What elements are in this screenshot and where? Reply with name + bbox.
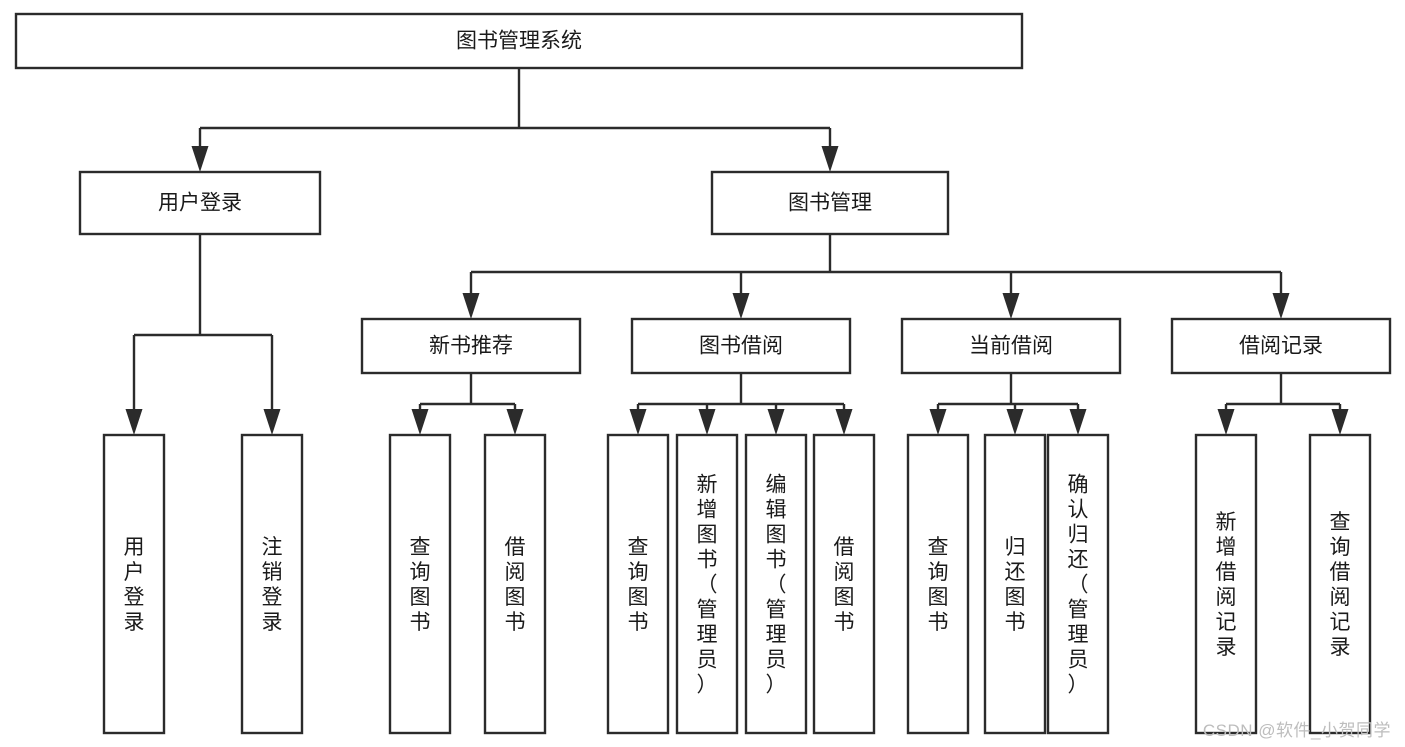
node-current-borrow[interactable]: 当前借阅 (900, 317, 1122, 375)
node-label-leaf-borrow-book: 借阅图书 (834, 536, 855, 634)
node-user-login[interactable]: 用户登录 (78, 170, 322, 236)
node-label-root: 图书管理系统 (456, 30, 582, 53)
node-leaf-confirm-return-admin[interactable]: 确认归还（管理员） (1046, 433, 1110, 735)
node-box-leaf-query-borrow-record[interactable] (1308, 433, 1372, 735)
nodes-layer: 图书管理系统用户登录图书管理新书推荐图书借阅当前借阅借阅记录用户登录注销登录查询… (14, 12, 1392, 735)
node-box-leaf-add-book-admin[interactable] (675, 433, 739, 735)
node-label-book-borrow: 图书借阅 (699, 335, 783, 358)
node-box-root[interactable] (14, 12, 1024, 70)
node-box-current-borrow[interactable] (900, 317, 1122, 375)
node-label-leaf-query-borrow-record: 查询借阅记录 (1330, 511, 1351, 659)
node-leaf-edit-book-admin[interactable]: 编辑图书（管理员） (744, 433, 808, 735)
node-label-leaf-query-book-rec: 查询图书 (410, 536, 431, 634)
node-book-borrow[interactable]: 图书借阅 (630, 317, 852, 375)
node-new-book-rec[interactable]: 新书推荐 (360, 317, 582, 375)
node-leaf-query-book-current[interactable]: 查询图书 (906, 433, 970, 735)
connector-group-book-borrow (629, 373, 853, 435)
node-leaf-user-logout[interactable]: 注销登录 (240, 433, 304, 735)
node-label-leaf-edit-book-admin: 编辑图书（管理员） (766, 474, 787, 697)
node-box-leaf-confirm-return-admin[interactable] (1046, 433, 1110, 735)
node-box-leaf-user-logout[interactable] (240, 433, 304, 735)
node-label-new-book-rec: 新书推荐 (429, 335, 513, 358)
node-label-current-borrow: 当前借阅 (969, 335, 1053, 358)
node-label-leaf-borrow-book-rec: 借阅图书 (505, 536, 526, 634)
node-box-leaf-query-book-rec[interactable] (388, 433, 452, 735)
node-leaf-query-book-borrow[interactable]: 查询图书 (606, 433, 670, 735)
node-box-user-login[interactable] (78, 170, 322, 236)
node-leaf-borrow-book[interactable]: 借阅图书 (812, 433, 876, 735)
node-box-borrow-record[interactable] (1170, 317, 1392, 375)
node-box-leaf-return-book[interactable] (983, 433, 1047, 735)
node-borrow-record[interactable]: 借阅记录 (1170, 317, 1392, 375)
node-label-leaf-add-book-admin: 新增图书（管理员） (697, 474, 718, 697)
node-leaf-return-book[interactable]: 归还图书 (983, 433, 1047, 735)
csdn-watermark: CSDN @软件_小贺同学 (1202, 721, 1391, 740)
node-leaf-add-book-admin[interactable]: 新增图书（管理员） (675, 433, 739, 735)
node-label-leaf-user-login: 用户登录 (124, 536, 145, 634)
node-leaf-borrow-book-rec[interactable]: 借阅图书 (483, 433, 547, 735)
node-label-leaf-query-book-borrow: 查询图书 (628, 536, 649, 634)
connector-group-user-login (125, 234, 281, 435)
node-leaf-query-borrow-record[interactable]: 查询借阅记录 (1308, 433, 1372, 735)
node-label-borrow-record: 借阅记录 (1239, 335, 1323, 358)
node-label-leaf-user-logout: 注销登录 (262, 536, 283, 634)
node-box-book-manage[interactable] (710, 170, 950, 236)
connector-group-new-book-rec (411, 373, 524, 435)
node-box-leaf-add-borrow-record[interactable] (1194, 433, 1258, 735)
node-leaf-add-borrow-record[interactable]: 新增借阅记录 (1194, 433, 1258, 735)
node-label-leaf-confirm-return-admin: 确认归还（管理员） (1068, 474, 1089, 697)
node-book-manage[interactable]: 图书管理 (710, 170, 950, 236)
node-leaf-user-login[interactable]: 用户登录 (102, 433, 166, 735)
connector-group-borrow-record (1217, 373, 1349, 435)
node-box-leaf-borrow-book-rec[interactable] (483, 433, 547, 735)
node-box-leaf-user-login[interactable] (102, 433, 166, 735)
node-label-leaf-add-borrow-record: 新增借阅记录 (1216, 511, 1237, 659)
connector-group-current-borrow (929, 373, 1087, 435)
node-box-book-borrow[interactable] (630, 317, 852, 375)
node-label-leaf-query-book-current: 查询图书 (928, 536, 949, 634)
node-box-leaf-edit-book-admin[interactable] (744, 433, 808, 735)
node-label-leaf-return-book: 归还图书 (1005, 536, 1026, 634)
node-root[interactable]: 图书管理系统 (14, 12, 1024, 70)
node-box-leaf-borrow-book[interactable] (812, 433, 876, 735)
connectors-layer (125, 68, 1349, 435)
connector-group-root (191, 68, 839, 172)
node-label-user-login: 用户登录 (158, 192, 242, 215)
node-box-leaf-query-book-borrow[interactable] (606, 433, 670, 735)
connector-group-book-manage (462, 234, 1290, 319)
node-leaf-query-book-rec[interactable]: 查询图书 (388, 433, 452, 735)
node-box-new-book-rec[interactable] (360, 317, 582, 375)
node-label-book-manage: 图书管理 (788, 192, 872, 215)
node-box-leaf-query-book-current[interactable] (906, 433, 970, 735)
